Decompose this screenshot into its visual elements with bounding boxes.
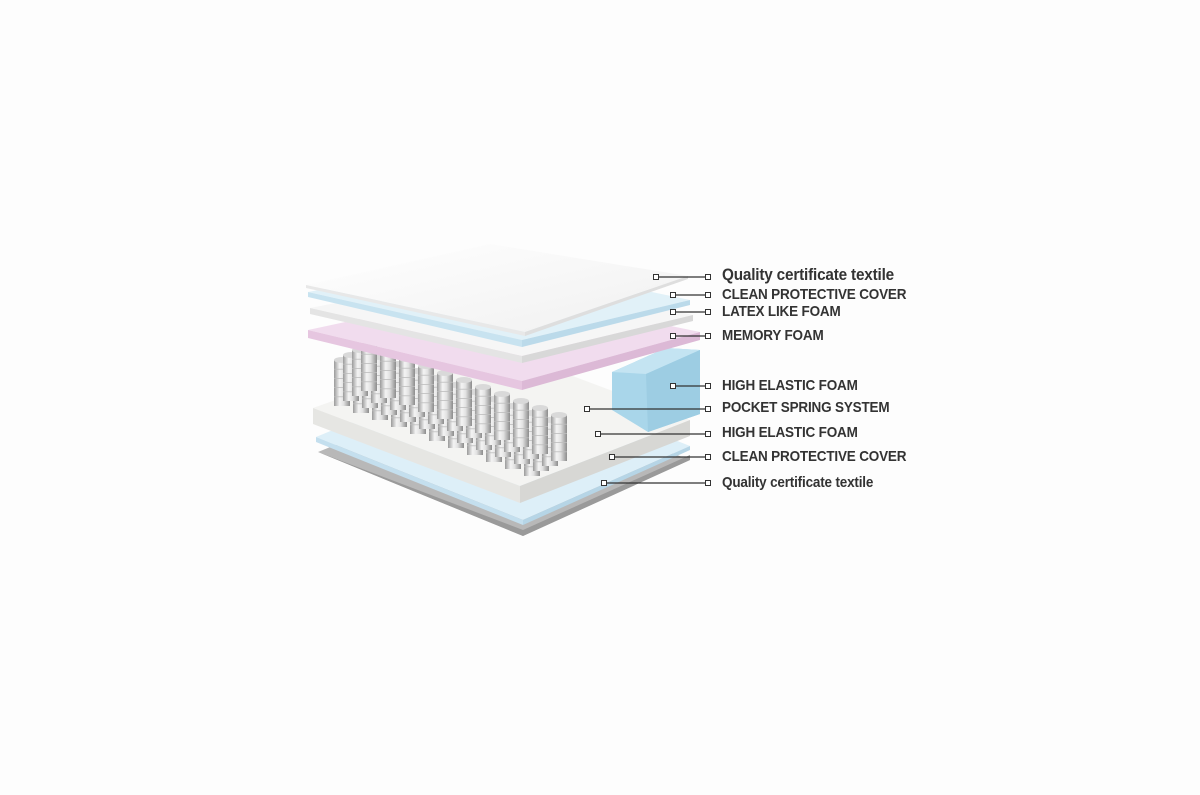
callout-line (653, 274, 711, 280)
spring-coil (513, 398, 529, 447)
spring-coil (494, 391, 510, 440)
label-pocket-springs: POCKET SPRING SYSTEM (722, 399, 890, 416)
spring-coil (475, 384, 491, 433)
callout-line (601, 480, 711, 486)
callout-lines (584, 274, 711, 486)
label-bottom-cover: CLEAN PROTECTIVE COVER (722, 448, 907, 465)
callout-line (584, 406, 711, 412)
callout-line (670, 309, 711, 315)
callout-line (670, 383, 711, 389)
label-bottom-textile: Quality certificate textile (722, 474, 874, 491)
label-side-foam: HIGH ELASTIC FOAM (722, 377, 858, 394)
label-top-textile: Quality certificate textile (722, 265, 895, 284)
spring-coil (551, 412, 567, 461)
spring-coil (456, 377, 472, 426)
label-top-cover: CLEAN PROTECTIVE COVER (722, 286, 907, 303)
label-base-foam: HIGH ELASTIC FOAM (722, 424, 858, 441)
callout-line (609, 454, 711, 460)
spring-coil (437, 370, 453, 419)
callout-line (670, 292, 711, 298)
spring-coil (418, 363, 434, 412)
layer-side-foam (612, 348, 700, 432)
spring-coil (532, 405, 548, 454)
label-memory-foam: MEMORY FOAM (722, 327, 824, 344)
callout-line (670, 333, 711, 339)
label-latex-foam: LATEX LIKE FOAM (722, 303, 841, 320)
callout-line (595, 431, 711, 437)
layer-pocket-springs (334, 342, 567, 476)
layer-top-textile (306, 244, 688, 336)
